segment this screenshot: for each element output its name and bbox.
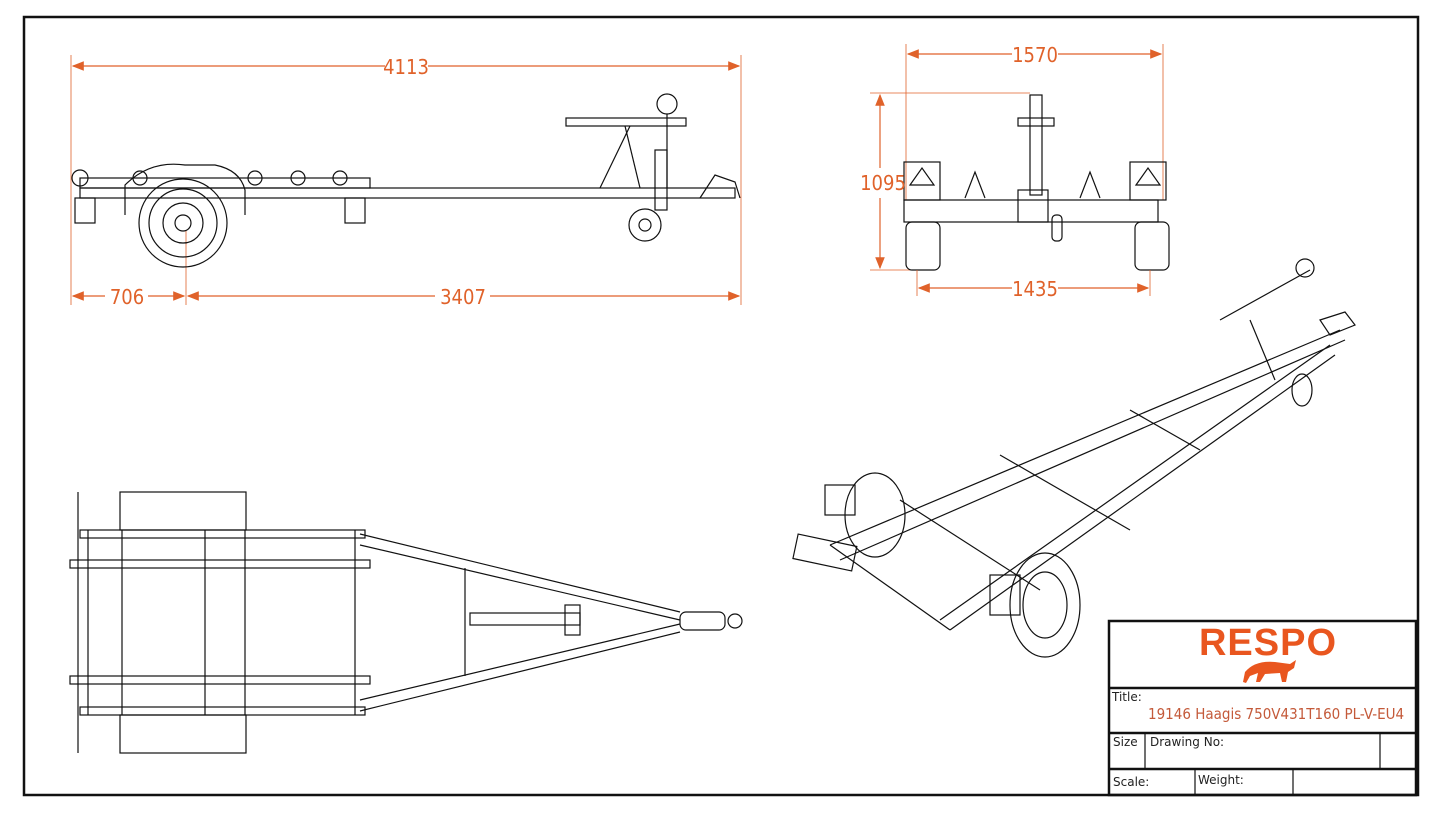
side-view (70, 55, 742, 305)
scale-label: Scale: (1113, 775, 1150, 789)
dimension-overall-width: 1570 (1012, 43, 1058, 67)
dimension-axle-to-coupling: 3407 (440, 285, 486, 309)
dimension-lines-front (875, 49, 1163, 296)
dimension-rear-overhang: 706 (110, 285, 144, 309)
dimension-track-width: 1435 (1012, 277, 1058, 301)
title-label: Title: (1112, 690, 1142, 704)
respo-logo: RESPO (1199, 622, 1337, 664)
sheet-border (22, 15, 1420, 797)
dimension-height: 1095 (860, 171, 906, 195)
bull-logo-icon (1243, 660, 1296, 683)
weight-label: Weight: (1198, 773, 1244, 787)
size-label: Size (1113, 735, 1138, 749)
front-view (870, 44, 1170, 271)
title-block (1107, 619, 1418, 797)
drawing-title: 19146 Haagis 750V431T160 PL-V-EU4 (1148, 705, 1405, 723)
top-view (69, 491, 743, 754)
drawing-no-label: Drawing No: (1150, 735, 1225, 749)
isometric-view (792, 258, 1356, 658)
dimension-lines-side (71, 61, 741, 301)
dimension-overall-length: 4113 (383, 55, 429, 79)
